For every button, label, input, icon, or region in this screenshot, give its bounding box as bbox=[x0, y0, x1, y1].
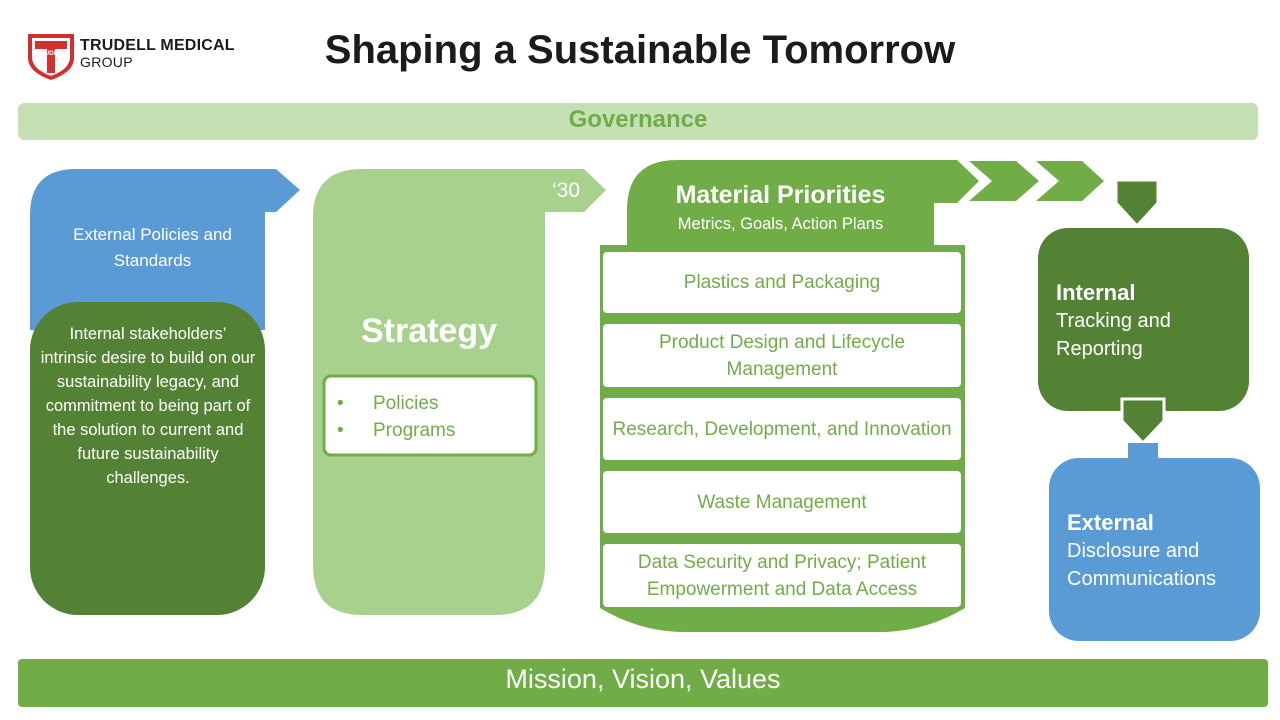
priority-box bbox=[600, 468, 964, 536]
crest-word: TRUDELL bbox=[36, 50, 66, 57]
material-priorities-title: Material Priorities bbox=[675, 181, 886, 209]
priority-box bbox=[600, 541, 964, 610]
trudell-crest-logo: TRUDELL bbox=[28, 34, 74, 80]
priority-product-design: Product Design and Lifecycle Management bbox=[658, 331, 906, 380]
priority-waste: Waste Management bbox=[697, 491, 867, 513]
priority-box bbox=[600, 321, 964, 390]
external-disclosure-box bbox=[1049, 458, 1260, 641]
external-policies-shape bbox=[30, 169, 300, 330]
internal-stakeholders-text: Internal stakeholders’ intrinsic desire … bbox=[40, 325, 256, 487]
priority-box bbox=[600, 249, 964, 316]
strategy-item-programs: Programs bbox=[337, 417, 527, 444]
logo-name: TRUDELL MEDICAL bbox=[80, 37, 235, 54]
external-heading: External bbox=[1067, 510, 1154, 535]
external-body: Disclosure and Communications bbox=[1067, 540, 1216, 590]
internal-stakeholders-shape bbox=[30, 302, 265, 615]
mission-bar bbox=[18, 659, 1268, 707]
chevron-arrow-icon bbox=[969, 161, 1039, 201]
internal-tracking-box bbox=[1038, 228, 1249, 411]
mission-label: Mission, Vision, Values bbox=[505, 664, 781, 694]
external-connector bbox=[1128, 443, 1158, 458]
chevron-arrow-icon bbox=[1036, 161, 1104, 201]
strategy-item-policies: Policies bbox=[337, 390, 527, 417]
governance-label: Governance bbox=[568, 106, 708, 133]
priority-plastics: Plastics and Packaging bbox=[683, 272, 881, 293]
material-priorities-subtitle: Metrics, Goals, Action Plans bbox=[677, 215, 884, 233]
internal-body: Tracking and Reporting bbox=[1056, 310, 1171, 360]
priority-box bbox=[600, 395, 964, 463]
down-arrow-icon bbox=[1120, 397, 1166, 446]
internal-heading: Internal bbox=[1056, 280, 1136, 305]
page-title: Shaping a Sustainable Tomorrow bbox=[324, 28, 956, 72]
strategy-title: Strategy bbox=[360, 312, 498, 350]
strategy-list: Policies Programs bbox=[337, 390, 527, 444]
down-arrow-icon bbox=[1114, 178, 1160, 229]
internal-tracking-text: Internal Tracking and Reporting bbox=[1056, 279, 1236, 363]
priority-research: Research, Development, and Innovation bbox=[612, 418, 952, 440]
priority-data-security: Data Security and Privacy; Patient Empow… bbox=[637, 551, 927, 600]
logo-sub: GROUP bbox=[80, 54, 133, 70]
external-policies-text: External Policies and Standards bbox=[73, 225, 232, 270]
material-priorities-header-shape bbox=[627, 160, 979, 245]
strategy-year: ‘30 bbox=[552, 179, 581, 202]
governance-bar bbox=[18, 103, 1258, 140]
external-disclosure-text: External Disclosure and Communications bbox=[1067, 509, 1252, 593]
